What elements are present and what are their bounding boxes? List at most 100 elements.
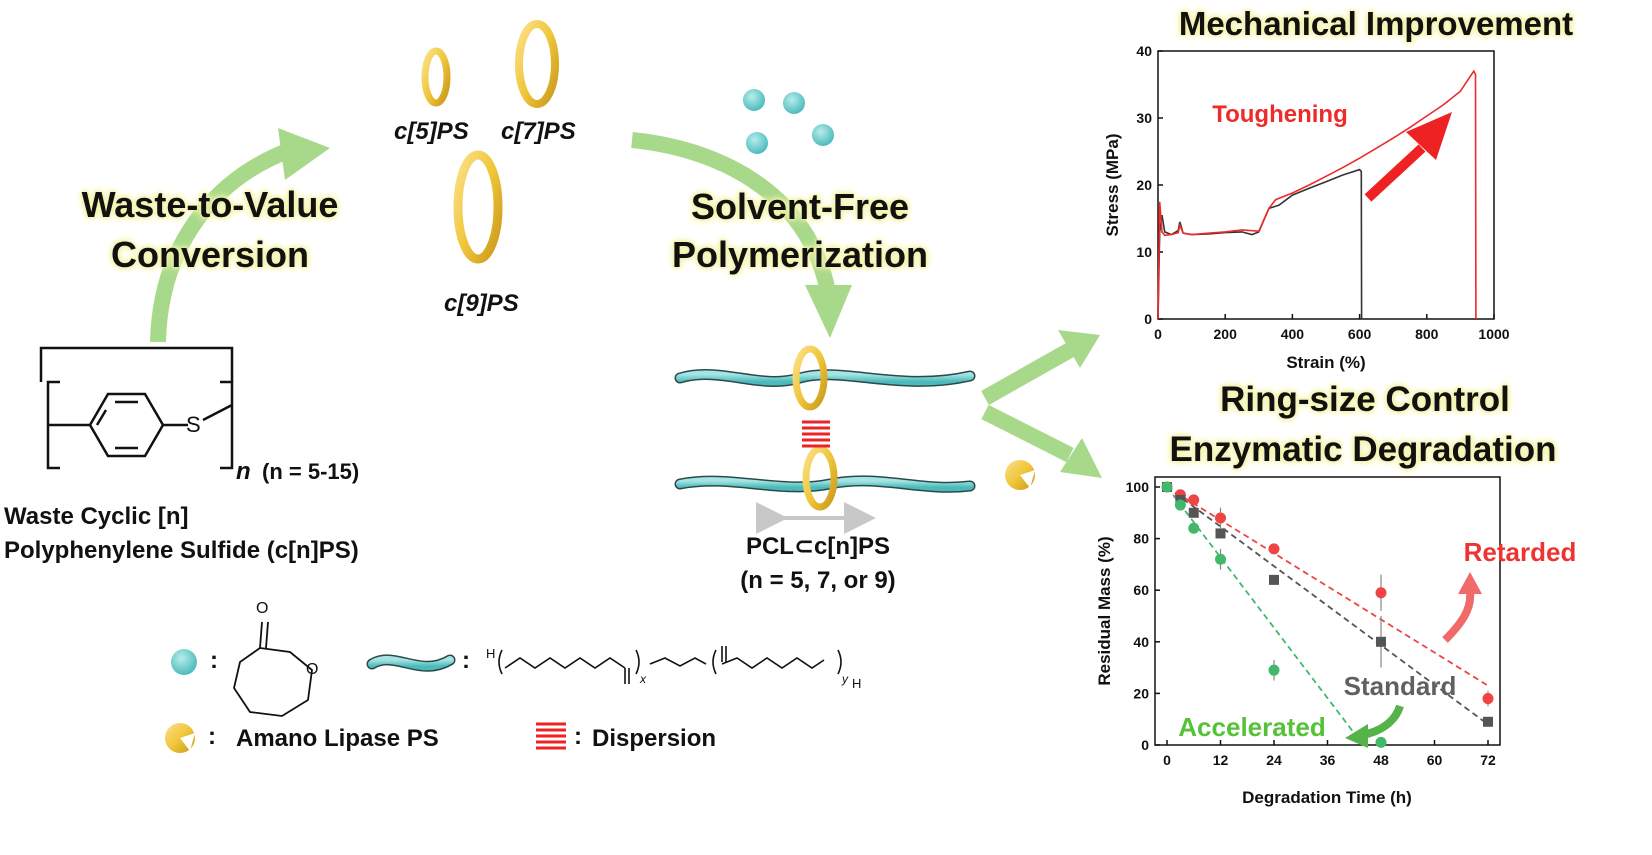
x-tick-label: 36 — [1320, 752, 1336, 768]
waste-name-line1: Waste Cyclic [n] — [4, 503, 189, 530]
pps-structure — [39, 346, 234, 470]
monomer-bead — [783, 92, 805, 114]
ring-c5 — [421, 47, 451, 107]
formula-x: x — [640, 672, 646, 686]
ring-c5-label: c[5]PS — [394, 118, 469, 145]
x-tick-label: 0 — [1163, 752, 1171, 768]
x-tick-label: 200 — [1214, 326, 1238, 342]
y-tick-label: 10 — [1136, 244, 1152, 260]
x-tick-label: 800 — [1415, 326, 1439, 342]
formula-h-start: H — [486, 646, 496, 661]
monomer-bead — [812, 124, 834, 146]
data-point — [1174, 499, 1186, 511]
caprolactone-structure — [233, 621, 313, 717]
legend-chain — [366, 654, 456, 672]
y-tick-label: 40 — [1136, 43, 1152, 59]
pcl-composite — [674, 345, 976, 534]
x-tick-label: 12 — [1213, 752, 1229, 768]
waste-name-line2: Polyphenylene Sulfide (c[n]PS) — [4, 537, 359, 564]
chart2-frame — [1154, 476, 1501, 746]
legend-dispersion: Dispersion — [592, 725, 717, 752]
series-line-1 — [1157, 69, 1477, 320]
y-tick-label: 20 — [1136, 177, 1152, 193]
legend-dispersion-lines — [536, 722, 566, 750]
y-tick-label: 30 — [1136, 110, 1152, 126]
data-point — [1215, 512, 1226, 524]
y-tick-label: 40 — [1133, 634, 1149, 650]
caprolactone-o-ring: O — [306, 661, 319, 678]
dispersion-lines — [802, 420, 830, 448]
enzyme-icon — [1005, 460, 1035, 490]
caprolactone-o-ketone: O — [256, 600, 269, 617]
chart1-xlabel: Strain (%) — [1286, 353, 1365, 372]
legend-colon-3: : — [208, 723, 216, 750]
pcl-formula — [498, 646, 842, 684]
y-tick-label: 100 — [1126, 479, 1150, 495]
x-tick-label: 600 — [1348, 326, 1372, 342]
x-tick-label: 72 — [1480, 752, 1496, 768]
legend-colon-1: : — [210, 647, 218, 674]
data-point — [1375, 736, 1387, 748]
chart2-xlabel: Degradation Time (h) — [1242, 788, 1412, 807]
waste-to-value-heading: Waste-to-Value — [81, 184, 339, 225]
data-point — [1482, 693, 1494, 705]
to-mechanical-arrow — [981, 330, 1100, 405]
legend-amano: Amano Lipase PS — [236, 725, 439, 752]
accelerated-arrow — [1345, 704, 1404, 748]
waste-to-value-arrow — [150, 128, 330, 343]
legend-enzyme-icon — [165, 723, 195, 753]
chart2-ylabel: Residual Mass (%) — [1095, 536, 1114, 685]
repeat-subscript: n — [236, 458, 251, 485]
solvent-free-arrow — [631, 132, 852, 338]
monomer-bead — [746, 132, 768, 154]
accelerated-label: Accelerated — [1178, 712, 1325, 742]
data-point — [1161, 481, 1173, 493]
conversion-heading: Conversion — [110, 234, 310, 275]
product-n-values: (n = 5, 7, or 9) — [740, 567, 896, 594]
data-point — [1188, 494, 1200, 506]
ring-c9-label: c[9]PS — [444, 290, 519, 317]
data-point — [1215, 528, 1226, 539]
x-tick-label: 24 — [1266, 752, 1282, 768]
x-tick-label: 48 — [1373, 752, 1389, 768]
ring-c7 — [515, 20, 559, 108]
sulfur-atom: S — [186, 412, 201, 437]
mechanical-heading: Mechanical Improvement — [1178, 5, 1574, 42]
formula-y: y — [842, 672, 848, 686]
product-label: PCL⊂c[n]PS — [745, 533, 891, 560]
x-tick-label: 400 — [1281, 326, 1305, 342]
toughening-arrow-shape — [1364, 112, 1452, 202]
data-point — [1483, 716, 1493, 727]
to-degradation-arrow — [981, 404, 1102, 478]
formula-h-end: H — [852, 676, 862, 691]
standard-label: Standard — [1344, 671, 1457, 701]
legend-colon-2: : — [462, 647, 470, 674]
enzymatic-heading: Enzymatic Degradation — [1169, 430, 1557, 469]
x-tick-label: 0 — [1154, 326, 1162, 342]
polymerization-heading: Polymerization — [671, 234, 929, 275]
data-point — [1375, 587, 1387, 599]
x-tick-label: 1000 — [1478, 326, 1509, 342]
data-point — [1268, 543, 1280, 555]
legend-monomer-bead — [171, 649, 197, 675]
benzene-ring — [88, 392, 165, 458]
data-point — [1268, 664, 1280, 676]
retarded-label: Retarded — [1464, 537, 1577, 567]
fit-line-1 — [1166, 486, 1489, 726]
ring-c9 — [453, 150, 503, 264]
y-tick-label: 80 — [1133, 531, 1149, 547]
data-point — [1215, 553, 1226, 565]
y-tick-label: 20 — [1133, 685, 1149, 701]
ring-c7-label: c[7]PS — [501, 118, 576, 145]
n-range: (n = 5-15) — [262, 459, 360, 484]
ring-size-heading: Ring-size Control — [1220, 380, 1510, 419]
data-point — [1188, 507, 1199, 518]
monomer-bead — [743, 89, 765, 111]
toughening-label: Toughening — [1212, 101, 1348, 128]
retarded-arrow — [1442, 572, 1482, 643]
chart1-ylabel: Stress (MPa) — [1103, 134, 1122, 237]
data-point — [1188, 522, 1200, 534]
data-point — [1269, 574, 1279, 585]
